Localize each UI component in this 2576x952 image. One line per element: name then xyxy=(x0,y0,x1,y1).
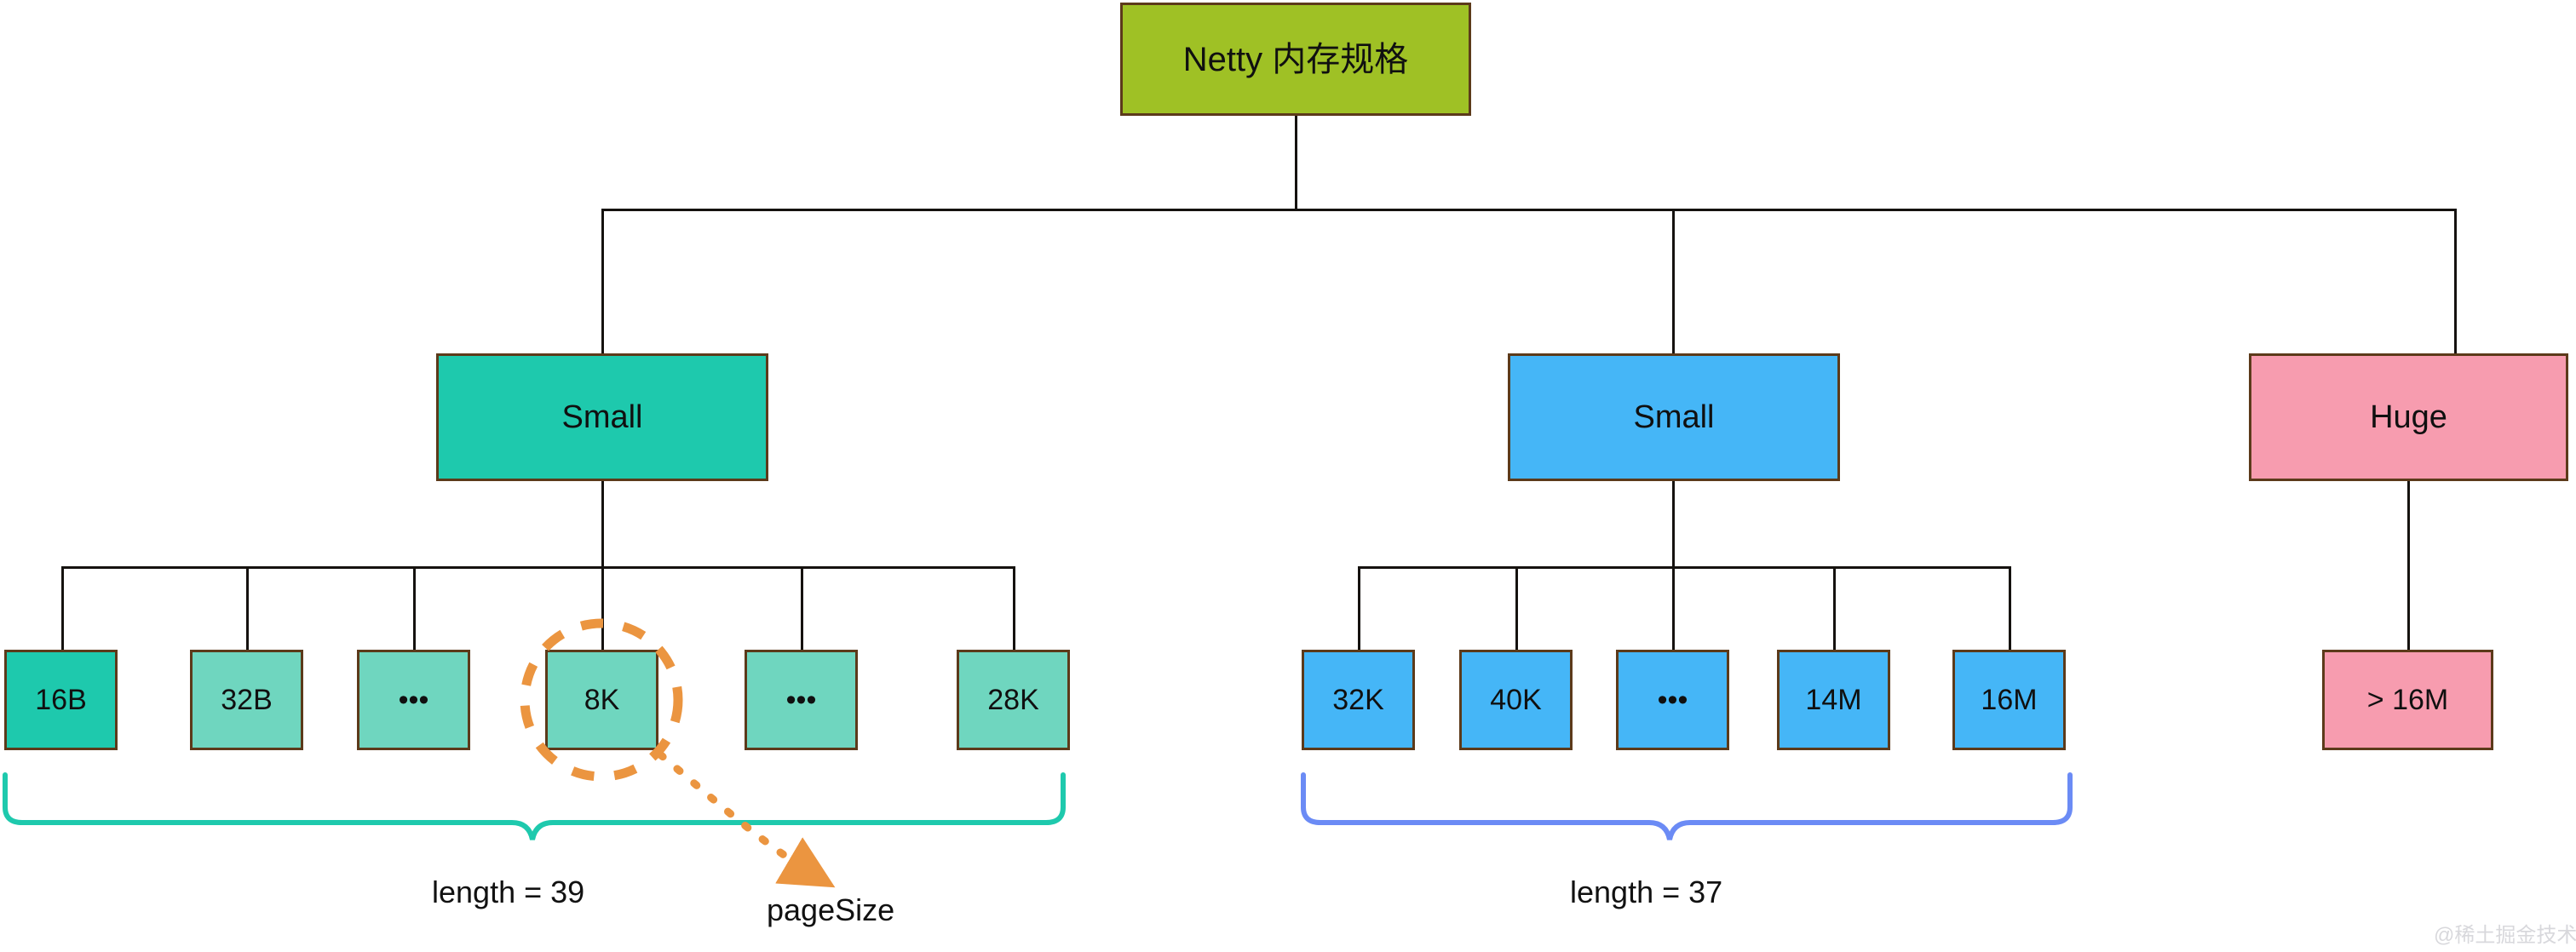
connector-leaf-drop xyxy=(1358,566,1360,651)
leaf-node[interactable]: 32B xyxy=(190,650,303,750)
connector-drop-huge xyxy=(2454,209,2457,355)
connector-leaf-drop xyxy=(1515,566,1518,651)
brace-label-small-teal: length = 39 xyxy=(432,875,585,909)
root-node-label: Netty 内存规格 xyxy=(1182,40,1409,78)
pagesize-callout-label: pageSize xyxy=(767,892,895,927)
group-node-small-blue[interactable]: Small xyxy=(1508,353,1840,481)
connector-leaf-drop xyxy=(61,566,64,651)
connector-leaf-drop xyxy=(246,566,249,651)
connector-drop-small-blue xyxy=(1672,209,1675,355)
connector-stem-small-teal xyxy=(601,481,604,568)
leaf-node-label: 16M xyxy=(1981,684,2038,716)
connector-bus-small-teal xyxy=(61,566,1015,569)
leaf-node-label: 16B xyxy=(35,684,87,716)
connector-root-stem xyxy=(1295,115,1297,210)
connector-leaf-drop xyxy=(601,566,604,651)
leaf-node-label: ••• xyxy=(398,684,429,716)
leaf-node-label: > 16M xyxy=(2366,684,2449,716)
leaf-node[interactable]: 40K xyxy=(1459,650,1573,750)
connector-stem-small-blue xyxy=(1672,481,1675,568)
leaf-node-huge[interactable]: > 16M xyxy=(2322,650,2493,750)
leaf-node[interactable]: 16M xyxy=(1952,650,2066,750)
group-node-small-teal[interactable]: Small xyxy=(436,353,768,481)
brace-label-small-blue: length = 37 xyxy=(1570,875,1723,909)
leaf-node-ellipsis[interactable]: ••• xyxy=(745,650,858,750)
connector-leaf-drop xyxy=(801,566,803,651)
connector-leaf-drop xyxy=(413,566,416,651)
connector-leaf-drop xyxy=(2009,566,2011,651)
connector-stem-huge xyxy=(2407,481,2410,651)
leaf-node-label: 32K xyxy=(1332,684,1384,716)
leaf-node[interactable]: 32K xyxy=(1302,650,1415,750)
connector-leaf-drop xyxy=(1672,566,1675,651)
connector-bus-small-blue xyxy=(1358,566,2011,569)
root-node[interactable]: Netty 内存规格 xyxy=(1120,3,1471,116)
connector-level1-bus xyxy=(601,209,2457,211)
group-node-label: Small xyxy=(561,399,643,435)
leaf-node-label: ••• xyxy=(1657,684,1688,716)
pagesize-callout-arrow xyxy=(656,750,836,888)
leaf-node-label: 8K xyxy=(584,684,620,716)
brace-small-teal xyxy=(3,772,1066,840)
leaf-node-label: ••• xyxy=(785,684,817,716)
connector-leaf-drop xyxy=(1833,566,1836,651)
leaf-node-ellipsis[interactable]: ••• xyxy=(357,650,470,750)
connector-drop-small-teal xyxy=(601,209,604,355)
leaf-node[interactable]: 28K xyxy=(957,650,1070,750)
group-node-label: Huge xyxy=(2370,399,2447,435)
leaf-node[interactable]: 16B xyxy=(4,650,118,750)
leaf-node-ellipsis[interactable]: ••• xyxy=(1616,650,1729,750)
connector-leaf-drop xyxy=(1013,566,1015,651)
leaf-node-label: 32B xyxy=(221,684,273,716)
group-node-huge[interactable]: Huge xyxy=(2249,353,2568,481)
leaf-node-pagesize[interactable]: 8K xyxy=(545,650,658,750)
leaf-node-label: 40K xyxy=(1490,684,1542,716)
group-node-label: Small xyxy=(1633,399,1715,435)
leaf-node[interactable]: 14M xyxy=(1777,650,1890,750)
leaf-node-label: 14M xyxy=(1805,684,1862,716)
brace-small-blue xyxy=(1301,772,2073,840)
leaf-node-label: 28K xyxy=(987,684,1039,716)
watermark: @稀土掘金技术社区 xyxy=(2434,924,2576,947)
